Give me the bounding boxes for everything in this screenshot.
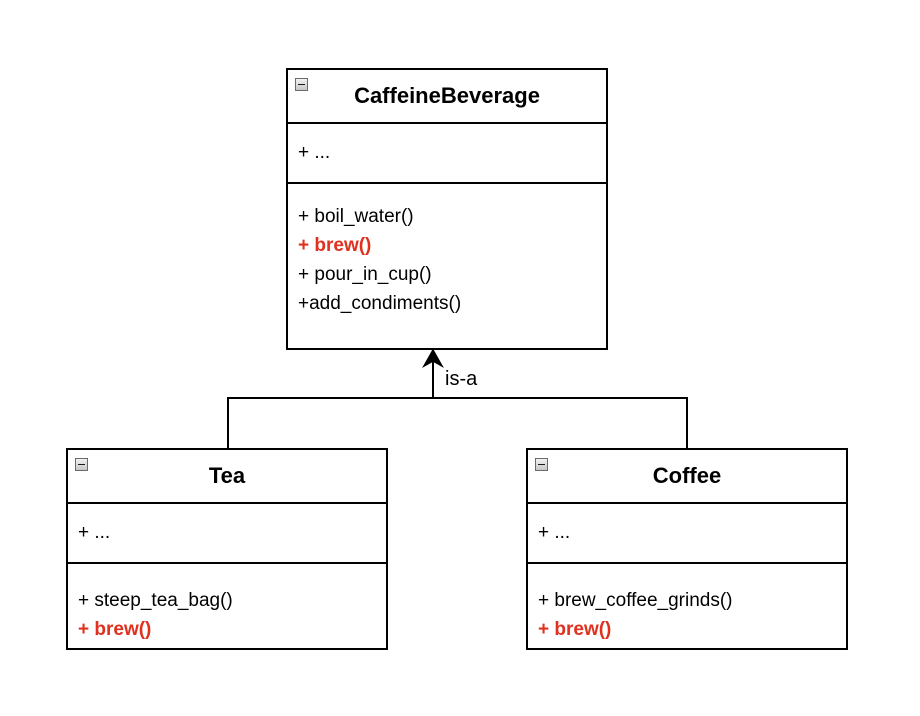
method-steep-tea-bag: + steep_tea_bag() [78, 590, 233, 611]
attribute-text: + ... [298, 142, 331, 163]
class-attributes: + ... [288, 124, 606, 184]
attribute-text: + ... [538, 522, 571, 543]
method-add-condiments: +add_condiments() [298, 293, 462, 314]
class-methods: + steep_tea_bag() + brew() [68, 564, 386, 644]
class-header: Tea [68, 450, 386, 504]
class-coffee[interactable]: Coffee + ... + brew_coffee_grinds() + br… [526, 448, 848, 650]
class-header: Coffee [528, 450, 846, 504]
connector-line-coffee [433, 397, 688, 448]
class-name: CaffeineBeverage [354, 83, 540, 108]
class-caffeine-beverage[interactable]: CaffeineBeverage + ... + boil_water() + … [286, 68, 608, 350]
method-brew: + brew() [538, 619, 612, 640]
class-methods: + boil_water() + brew() + pour_in_cup() … [288, 184, 606, 318]
method-pour-in-cup: + pour_in_cup() [298, 264, 432, 285]
method-brew: + brew() [298, 235, 372, 256]
class-header: CaffeineBeverage [288, 70, 606, 124]
class-attributes: + ... [528, 504, 846, 564]
relationship-label: is-a [445, 368, 478, 390]
arrow-head-icon [422, 348, 444, 368]
method-brew-coffee-grinds: + brew_coffee_grinds() [538, 590, 733, 611]
collapse-minus-icon[interactable] [535, 458, 548, 471]
collapse-minus-icon[interactable] [295, 78, 308, 91]
class-name: Tea [208, 463, 246, 488]
class-tea[interactable]: Tea + ... + steep_tea_bag() + brew() [66, 448, 388, 650]
class-methods: + brew_coffee_grinds() + brew() [528, 564, 846, 644]
class-attributes: + ... [68, 504, 386, 564]
collapse-minus-icon[interactable] [75, 458, 88, 471]
class-name: Coffee [652, 463, 722, 488]
connector-line-tea [227, 397, 433, 448]
attribute-text: + ... [78, 522, 111, 543]
method-boil-water: + boil_water() [298, 206, 414, 227]
method-brew: + brew() [78, 619, 152, 640]
